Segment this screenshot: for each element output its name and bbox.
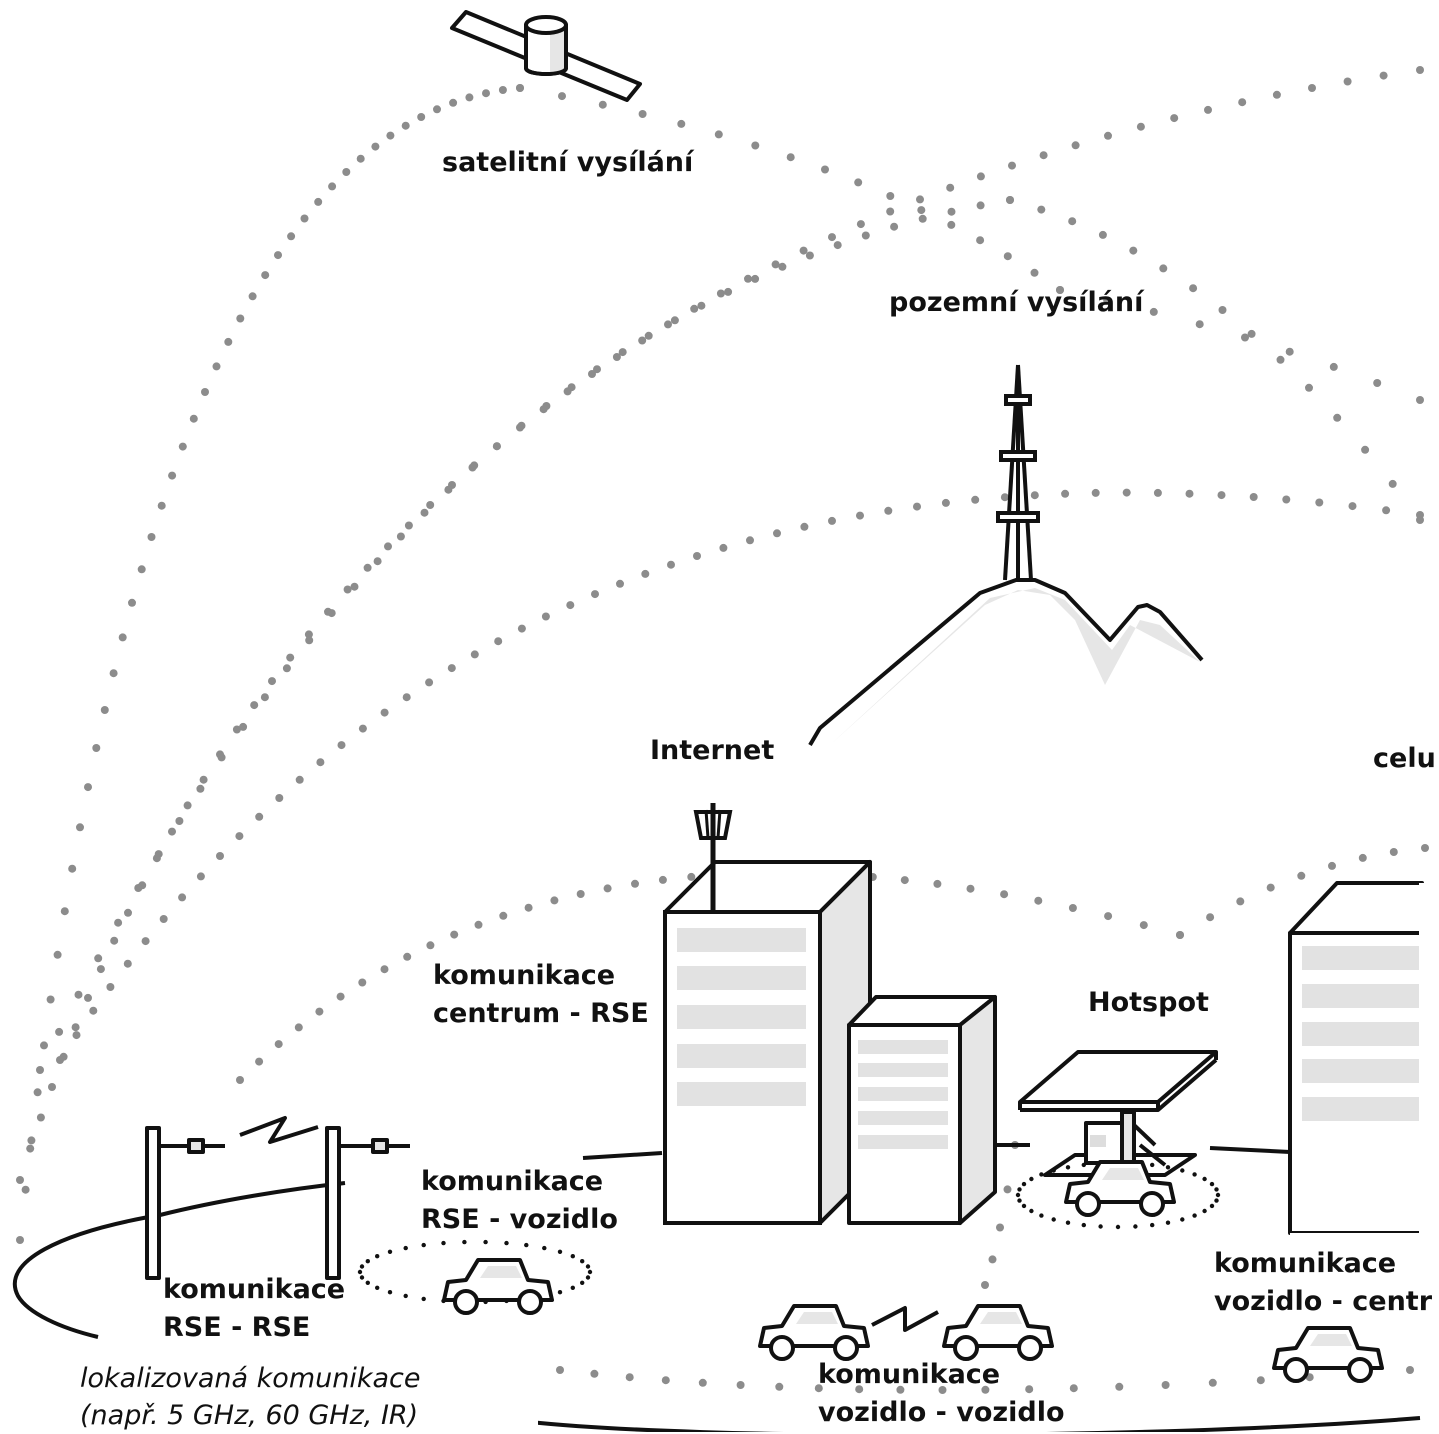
rse-rse-label: komunikace RSE - RSE (163, 1271, 345, 1347)
medium-building-icon (847, 995, 997, 1225)
ground-outline (12, 1143, 1421, 1432)
terrestrial-arc-inner (36, 196, 1014, 1074)
internet-label: Internet (650, 735, 775, 766)
terrestrial-arc-outer (16, 66, 1424, 1184)
mountain-icon (808, 578, 1204, 747)
localized-label: lokalizovaná komunikace (např. 5 GHz, 60… (80, 1360, 420, 1434)
cellular-arc (1176, 844, 1429, 939)
vehicle-center-line-2: vozidlo - centr (1214, 1286, 1433, 1317)
hotspot-icon (1018, 1050, 1218, 1177)
vehicle-vehicle-line-2: vozidlo - vozidlo (818, 1397, 1065, 1428)
rse-pole-right-icon (325, 1126, 410, 1280)
terrestrial-label: pozemní vysílání (889, 287, 1144, 318)
label-backdrop-right (1290, 1233, 1439, 1263)
rse-rse-line-2: RSE - RSE (163, 1312, 311, 1343)
vehicle-vehicle-radio-link (871, 1306, 939, 1332)
ground-arc (556, 1366, 1414, 1394)
center-rse-line-2: centrum - RSE (433, 998, 649, 1029)
cellular-label: celu (1373, 743, 1436, 774)
car-v2v-right (942, 1304, 1054, 1361)
vehicle-vehicle-line-1: komunikace (818, 1359, 1001, 1390)
transmitter-tower-icon (996, 364, 1040, 581)
label-backdrop (98, 1337, 538, 1432)
rse-vehicle-line-1: komunikace (421, 1166, 604, 1197)
right-building-icon (1288, 881, 1425, 1235)
satellite-arc-far (1056, 286, 1424, 404)
vehicle-center-label: komunikace vozidlo - centr (1214, 1245, 1432, 1321)
rse-vehicle-line-2: RSE - vozidlo (421, 1204, 618, 1235)
hotspot-label: Hotspot (1088, 987, 1209, 1018)
center-rse-line-1: komunikace (433, 960, 616, 991)
car-v2v-left (758, 1304, 870, 1361)
vehicle-center-line-1: komunikace (1214, 1248, 1397, 1279)
satellite-arc-left (16, 84, 524, 1244)
satellite-icon (450, 10, 642, 102)
car-hotspot (1064, 1160, 1176, 1217)
rse-vehicle-label: komunikace RSE - vozidlo (421, 1163, 618, 1239)
terrestrial-arc-low (56, 488, 1424, 1064)
satellite-arc-right (516, 84, 1064, 294)
coverage-arcs (16, 66, 1429, 1394)
localized-line-1: lokalizovaná komunikace (80, 1363, 421, 1394)
rse-rse-radio-link (239, 1116, 319, 1144)
car-rse-vehicle (442, 1258, 554, 1315)
center-rse-label: komunikace centrum - RSE (433, 957, 649, 1033)
satellite-label: satelitní vysílání (442, 147, 694, 178)
antenna-icon (693, 803, 733, 910)
vehicle-vehicle-label: komunikace vozidlo - vozidlo (818, 1356, 1065, 1432)
localized-line-2: (např. 5 GHz, 60 GHz, IR) (80, 1400, 419, 1431)
tall-building-icon (663, 860, 872, 1225)
terrestrial-arc-right (1006, 196, 1424, 524)
rse-pole-left-icon (145, 1126, 225, 1280)
vehicles (442, 1160, 1384, 1383)
rse-rse-line-1: komunikace (163, 1274, 346, 1305)
car-vehicle-center (1272, 1326, 1384, 1383)
